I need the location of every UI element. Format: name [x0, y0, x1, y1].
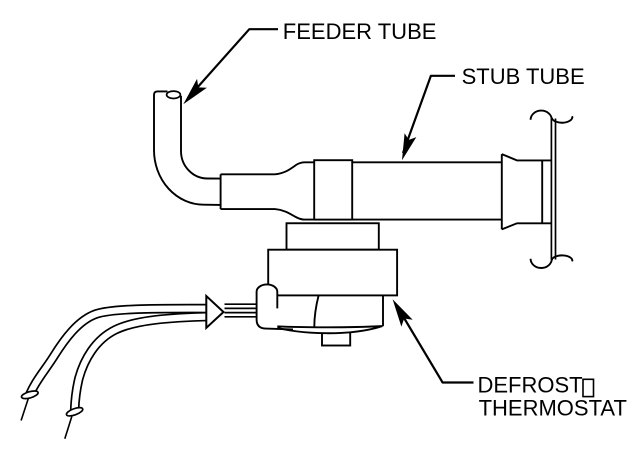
svg-text:THERMOSTAT: THERMOSTAT [479, 396, 627, 421]
svg-text:FEEDER TUBE: FEEDER TUBE [283, 19, 437, 44]
svg-text:STUB TUBE: STUB TUBE [462, 64, 585, 89]
svg-text:DEFROST: DEFROST [478, 373, 583, 398]
